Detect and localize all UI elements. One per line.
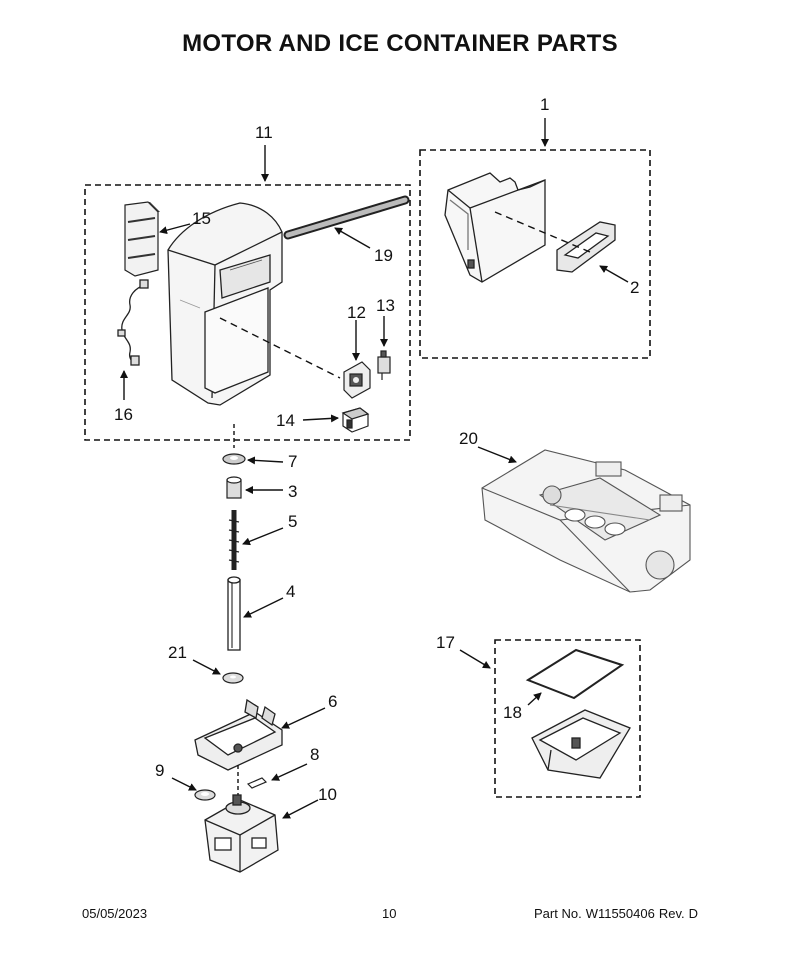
- part-18-tray-gasket[interactable]: [525, 648, 625, 700]
- callout-20[interactable]: 20: [459, 429, 478, 448]
- part-7-washer[interactable]: [222, 453, 246, 465]
- callout-19[interactable]: 19: [374, 246, 393, 265]
- part-6-motor-mount[interactable]: [194, 698, 283, 771]
- rev-label: Rev.: [658, 906, 685, 921]
- callout-16[interactable]: 16: [114, 405, 133, 424]
- part-20-ice-maker[interactable]: [481, 449, 691, 593]
- footer-date: 05/05/2023: [82, 906, 148, 921]
- part-13-small-switch[interactable]: [377, 350, 391, 380]
- group-box-17: [494, 639, 641, 798]
- part-16-wire-harness[interactable]: [117, 279, 149, 366]
- callout-14[interactable]: 14: [276, 411, 295, 430]
- part-11-dispenser-housing[interactable]: [167, 202, 283, 406]
- callout-21[interactable]: 21: [168, 643, 187, 662]
- part-3-coupler[interactable]: [226, 476, 242, 499]
- callout-17[interactable]: 17: [436, 633, 455, 652]
- callout-3[interactable]: 3: [288, 482, 297, 501]
- callout-13[interactable]: 13: [376, 296, 395, 315]
- footer-page-number: 10: [382, 906, 397, 921]
- group-box-1: [419, 149, 651, 359]
- part-2-bucket-handle[interactable]: [556, 221, 616, 273]
- callout-5[interactable]: 5: [288, 512, 297, 531]
- callout-18[interactable]: 18: [503, 703, 522, 722]
- page-title: MOTOR AND ICE CONTAINER PARTS: [182, 30, 618, 57]
- callout-9[interactable]: 9: [155, 761, 164, 780]
- part-label: Part No.: [534, 906, 582, 921]
- part-14-relay[interactable]: [341, 407, 370, 433]
- callout-12[interactable]: 12: [347, 303, 366, 322]
- part-4-auger-shaft[interactable]: [227, 576, 241, 651]
- part-9-washer[interactable]: [194, 789, 216, 801]
- callout-1[interactable]: 1: [540, 95, 549, 114]
- callout-11[interactable]: 11: [255, 123, 273, 142]
- callout-7[interactable]: 7: [288, 452, 297, 471]
- callout-2[interactable]: 2: [630, 278, 639, 297]
- callout-6[interactable]: 6: [328, 692, 337, 711]
- callout-15[interactable]: 15: [192, 209, 211, 228]
- part-19-gasket-strip[interactable]: [283, 195, 410, 240]
- part-15-bracket[interactable]: [124, 201, 160, 277]
- part-21-washer[interactable]: [222, 672, 244, 684]
- part-5-spring[interactable]: [228, 510, 240, 570]
- group-box-11: [84, 184, 411, 441]
- part-17-drip-tray[interactable]: [531, 709, 631, 779]
- rev-value: D: [688, 906, 698, 921]
- part-8-clip[interactable]: [246, 777, 268, 789]
- callout-10[interactable]: 10: [318, 785, 337, 804]
- leader-lines: [120, 118, 629, 819]
- part-number: W11550406: [585, 906, 655, 921]
- part-1-ice-bucket[interactable]: [444, 172, 546, 283]
- callout-8[interactable]: 8: [310, 745, 319, 764]
- part-10-motor[interactable]: [204, 794, 279, 873]
- callout-4[interactable]: 4: [286, 582, 295, 601]
- part-12-switch[interactable]: [343, 361, 371, 399]
